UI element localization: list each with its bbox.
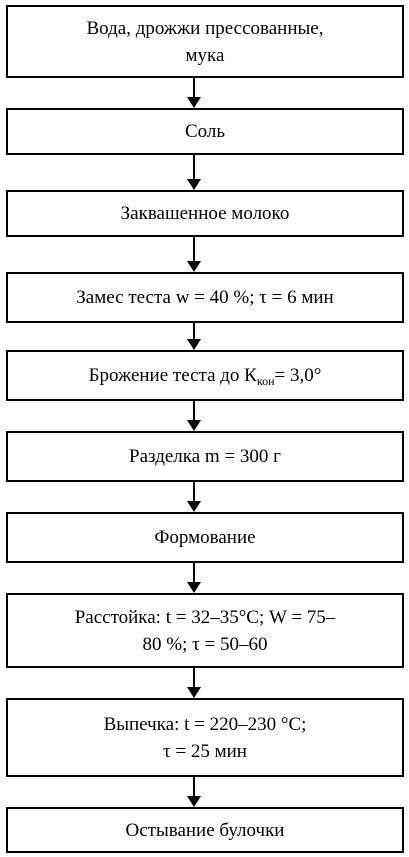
arrow-1 (187, 78, 201, 108)
step-1-box: Вода, дрожжи прессованные, мука (6, 5, 404, 78)
step-5-text-after: = 3,0° (274, 365, 322, 386)
step-7-label: Формование (154, 527, 256, 548)
step-9-box: Выпечка: t = 220–230 °С; τ = 25 мин (6, 698, 404, 777)
step-2-label: Соль (184, 121, 226, 142)
arrow-3 (187, 237, 201, 272)
step-1-line-2: мука (185, 44, 225, 66)
step-5-box: Брожение теста до Ккон= 3,0° (6, 350, 404, 401)
arrow-5 (187, 401, 201, 431)
arrow-6 (187, 482, 201, 512)
arrow-8 (187, 668, 201, 698)
step-8-line-2: 80 %; τ = 50–60 (142, 633, 268, 655)
step-5-text: Брожение теста до К (88, 365, 257, 386)
step-8-line-1: Расстойка: t = 32–35°С; W = 75– (74, 606, 336, 628)
arrow-4 (187, 323, 201, 350)
step-9-line-2: τ = 25 мин (163, 740, 247, 762)
step-7-box: Формование (6, 512, 404, 563)
step-8-box: Расстойка: t = 32–35°С; W = 75– 80 %; τ … (6, 593, 404, 668)
arrow-9 (187, 777, 201, 807)
step-5-label: Брожение теста до Ккон= 3,0° (89, 362, 322, 389)
step-3-label: Заквашенное молоко (120, 203, 290, 224)
step-1-line-1: Вода, дрожжи прессованные, (86, 17, 324, 39)
step-6-label: Разделка m = 300 г (129, 446, 281, 467)
step-10-label: Остывание булочки (125, 819, 285, 841)
step-4-box: Замес теста w = 40 %; τ = 6 мин (6, 272, 404, 323)
step-3-box: Заквашенное молоко (6, 190, 404, 237)
arrow-2 (187, 155, 201, 190)
step-5-subscript: кон (256, 374, 275, 388)
step-9-line-1: Выпечка: t = 220–230 °С; (103, 713, 307, 735)
step-4-label: Замес теста w = 40 %; τ = 6 мин (76, 287, 334, 308)
step-6-box: Разделка m = 300 г (6, 431, 404, 482)
step-10-box: Остывание булочки (6, 807, 404, 853)
step-2-box: Соль (6, 108, 404, 155)
arrow-7 (187, 563, 201, 593)
